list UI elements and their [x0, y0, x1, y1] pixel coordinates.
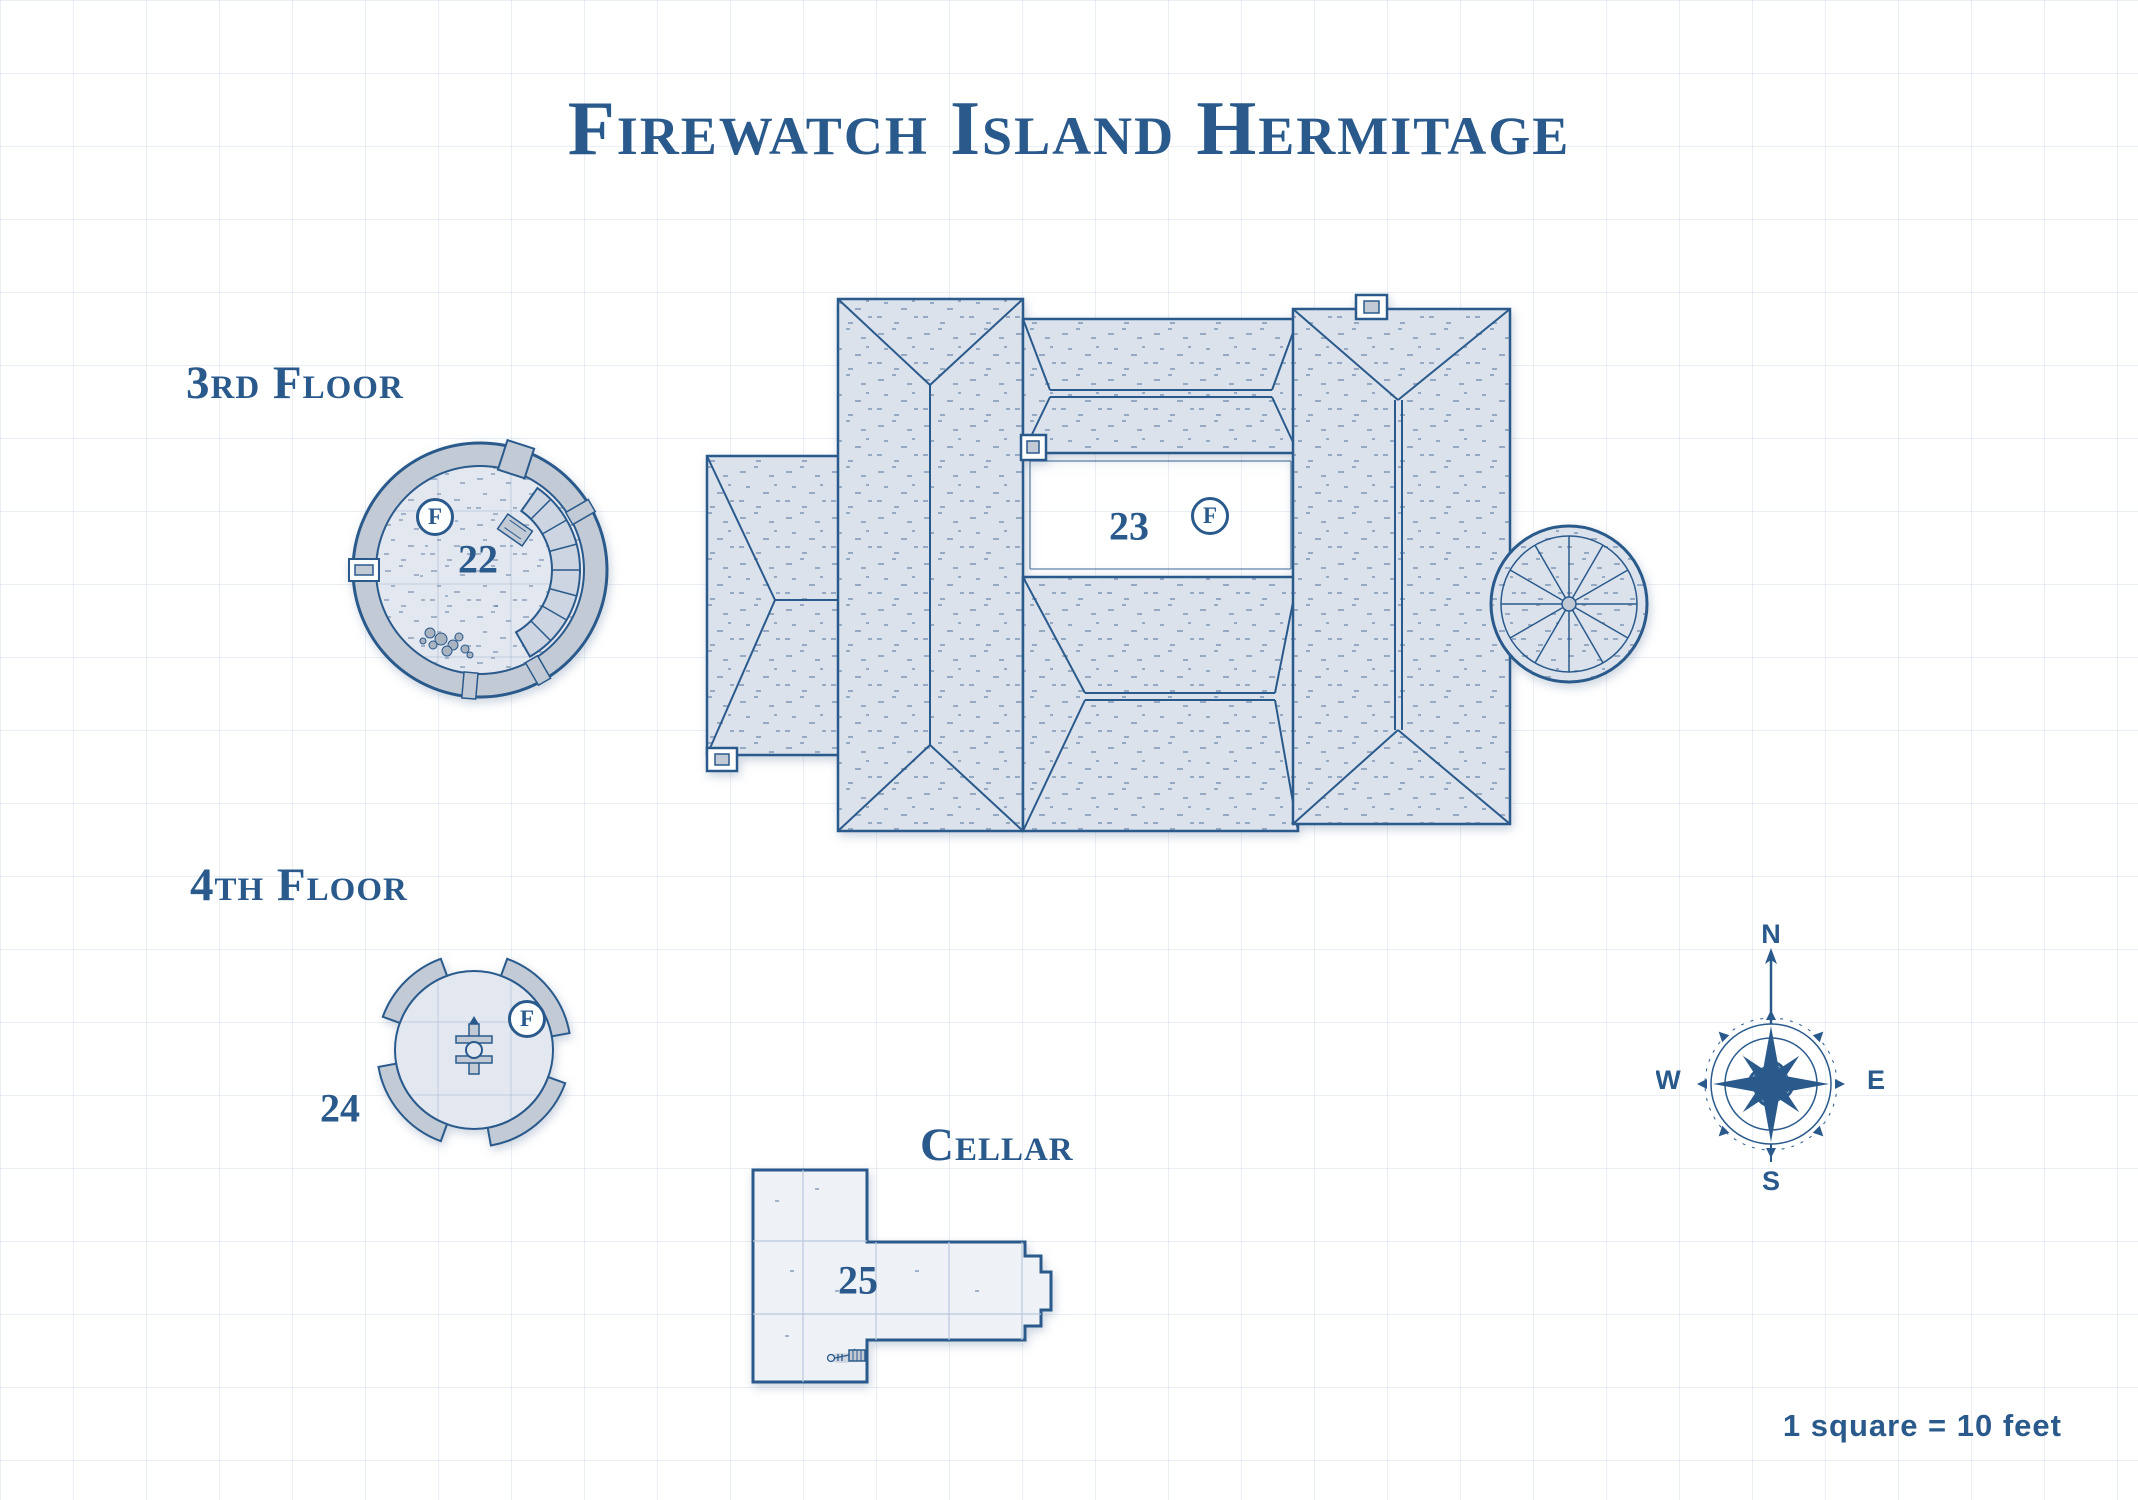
south-centre-roof — [1021, 575, 1300, 833]
compass-swirl — [1747, 1060, 1795, 1108]
room-number-22: 22 — [458, 536, 498, 582]
chimney-icon — [705, 746, 739, 773]
section-label-4th-floor: 4th Floor — [190, 859, 408, 911]
fireplace-badge: F — [508, 1000, 546, 1038]
rubble-icon — [419, 627, 474, 659]
floor-speckles — [420, 520, 513, 607]
room-number-24: 24 — [320, 1085, 360, 1131]
section-label-cellar: Cellar — [920, 1119, 1074, 1171]
west-wing-roof — [836, 297, 1025, 833]
compass-needle — [1765, 948, 1777, 1162]
tower-wall-segments — [377, 957, 571, 1147]
cellar-outline — [751, 1168, 1053, 1384]
scale-note: 1 square = 10 feet — [1782, 1408, 2062, 1443]
table-icon — [496, 512, 534, 548]
door-jamb-icon — [460, 671, 479, 700]
compass-label-north: N — [1761, 919, 1781, 949]
courtyard-walls — [1029, 460, 1292, 570]
cellar-plan — [751, 1168, 1053, 1384]
fireplace-badge: F — [1191, 497, 1229, 535]
west-annex-roof — [705, 454, 928, 757]
compass-label-south: S — [1762, 1166, 1780, 1196]
door-jamb-icon — [524, 654, 552, 687]
floor-speckles — [775, 1188, 979, 1337]
round-tower-roof — [1489, 524, 1649, 684]
grate-icon — [848, 1349, 866, 1362]
door-jamb-icon — [564, 498, 597, 526]
compass-label-west: W — [1656, 1065, 1681, 1095]
section-label-3rd-floor: 3rd Floor — [186, 357, 404, 409]
fireplace-badge: F — [416, 498, 454, 536]
room-number-23: 23 — [1109, 503, 1149, 549]
room-number-25: 25 — [838, 1257, 878, 1303]
chimney-icon — [1354, 293, 1389, 321]
compass-label-east: E — [1867, 1065, 1885, 1095]
main-building-roof-plan — [705, 293, 1649, 833]
east-wing-roof — [1291, 307, 1512, 826]
chimney-icon — [1019, 433, 1048, 462]
compass-rose: N E S W — [1656, 919, 1885, 1196]
map-title: Firewatch Island Hermitage — [567, 85, 1571, 171]
curved-stair-icon — [514, 486, 582, 658]
tower-4th-floor-plan — [377, 957, 571, 1147]
ballista-icon — [455, 1016, 493, 1075]
door-icon — [348, 558, 380, 582]
wall-block-icon — [496, 438, 536, 480]
north-centre-roof — [1021, 317, 1300, 455]
